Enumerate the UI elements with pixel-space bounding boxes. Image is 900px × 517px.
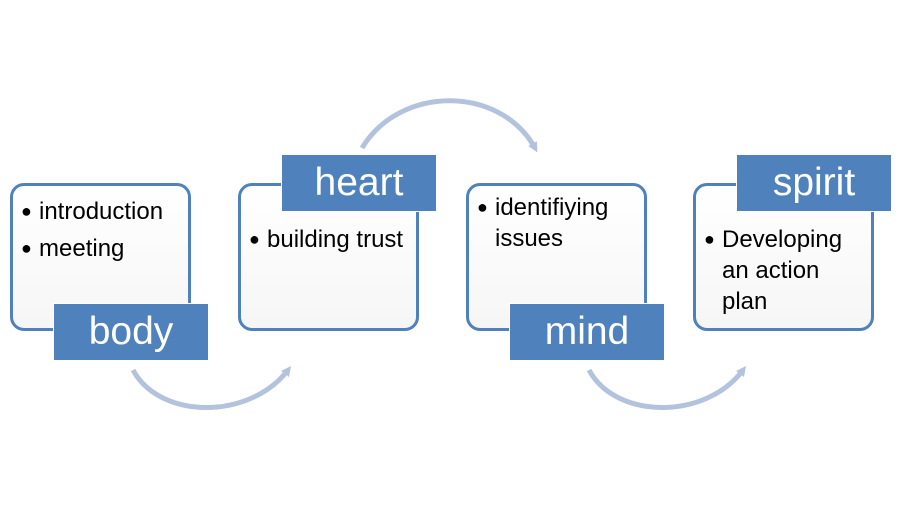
arrow-heart-to-mind [359, 98, 538, 153]
body-bullet-list: ●introduction ●meeting [13, 186, 188, 264]
bullet-icon: ● [704, 229, 715, 249]
bullet-icon: ● [249, 229, 260, 249]
heart-stage-label: heart [281, 154, 437, 212]
spirit-bullet-item: ●Developing an action plan [704, 226, 843, 315]
body-bullet-item: ●introduction [21, 198, 164, 225]
heart-bullet-item: ●building trust [249, 226, 404, 253]
body-stage-box: ●introduction ●meeting [10, 183, 191, 331]
body-stage-label: body [53, 303, 209, 361]
bullet-icon: ● [21, 238, 32, 258]
spirit-bullet-list: ●Developing an action plan [696, 186, 871, 317]
spirit-stage-label: spirit [736, 154, 892, 212]
mind-stage-label: mind [509, 303, 665, 361]
mind-bullet-item: ●identifiying issues [477, 194, 609, 252]
bullet-icon: ● [21, 201, 32, 221]
heart-bullet-list: ●building trust [241, 186, 416, 255]
arrow-mind-to-spirit [586, 365, 746, 410]
bullet-icon: ● [477, 197, 488, 217]
mind-bullet-list: ●identifiying issues [469, 186, 644, 254]
arrow-body-to-heart [130, 366, 292, 410]
body-bullet-item: ●meeting [21, 235, 125, 262]
